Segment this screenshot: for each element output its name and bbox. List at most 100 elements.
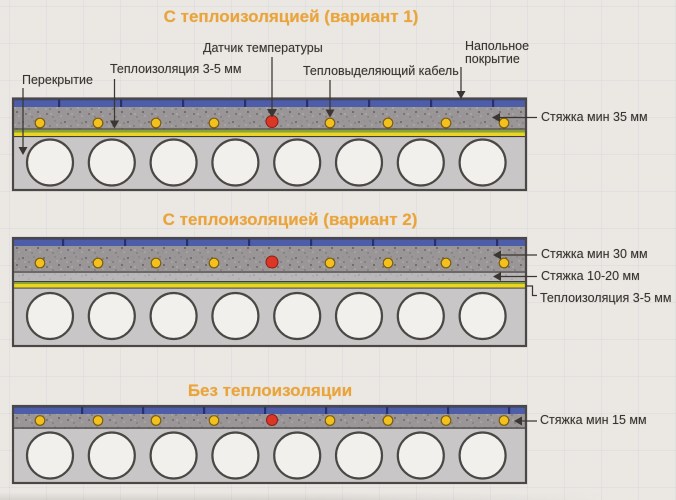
hollow-core: [273, 291, 322, 341]
covering-seam: [62, 238, 65, 246]
covering-seam: [124, 238, 127, 246]
hollow-core: [149, 138, 198, 187]
label-screed-10-20: Стяжка 10-20 мм: [541, 269, 640, 283]
hollow-core: [149, 291, 198, 341]
hollow-core: [211, 291, 260, 341]
hollow-core: [25, 138, 75, 187]
floor-covering-layer: [13, 98, 526, 107]
section-2-pointers: [501, 254, 537, 297]
label-screed-30: Стяжка мин 30 мм: [541, 247, 648, 261]
heating-cable-dot: [34, 415, 46, 426]
section-3-title: Без теплоизоляции: [187, 381, 353, 400]
heating-cable-dot: [324, 117, 336, 129]
covering-seam: [244, 98, 247, 107]
covering-seam: [182, 98, 185, 107]
section-2-title: С теплоизоляцией (вариант 2): [162, 210, 418, 229]
heating-cable-dot: [498, 257, 510, 269]
covering-seam: [142, 406, 145, 414]
hollow-core: [211, 138, 260, 187]
floor-covering-layer: [13, 238, 526, 246]
hollow-core: [396, 431, 445, 480]
heating-cable-dot: [208, 257, 220, 269]
covering-seam: [496, 238, 499, 246]
covering-seam: [508, 406, 511, 414]
section-3-cross-section: [11, 404, 528, 485]
heating-cable-dot: [440, 117, 452, 129]
covering-seam: [434, 238, 437, 246]
heating-cable-dot: [92, 415, 104, 426]
covering-seam: [368, 98, 371, 107]
section-1-pointers: [22, 57, 537, 148]
label-cable: Тепловыделяющий кабель: [303, 64, 459, 78]
hollow-core: [273, 431, 322, 480]
hollow-core: [211, 431, 260, 480]
heating-cable-dot: [34, 257, 46, 269]
insulation-yellow-layer: [13, 132, 526, 136]
label-insulation: Теплоизоляция 3-5 мм: [110, 62, 242, 76]
hollow-core: [334, 138, 384, 187]
section-2-arrowheads: [493, 250, 501, 281]
hollow-core: [458, 138, 507, 187]
hollow-core: [334, 431, 384, 480]
covering-seam: [58, 98, 61, 107]
covering-seam: [430, 98, 433, 107]
heating-cable-dot: [324, 257, 336, 269]
temperature-sensor-dot: [266, 414, 278, 426]
section-1-arrowheads: [18, 91, 500, 155]
hollow-core: [458, 431, 507, 480]
heating-cable-dot: [150, 257, 162, 269]
covering-seam: [372, 238, 375, 246]
heating-cable-dot: [34, 117, 46, 129]
temperature-sensor-dot: [265, 255, 279, 269]
covering-seam: [306, 98, 309, 107]
hollow-core: [25, 431, 75, 480]
heating-cable-dot: [324, 415, 336, 426]
section-1-title: С теплоизоляцией (вариант 1): [163, 7, 419, 26]
insulation-green-layer: [13, 282, 526, 284]
covering-seam: [81, 406, 84, 414]
heating-cable-dot: [382, 415, 394, 426]
label-covering: Напольное покрытие: [465, 39, 530, 66]
label-screed-15: Стяжка мин 15 мм: [540, 413, 647, 427]
heating-cable-dot: [208, 117, 220, 129]
covering-seam: [120, 98, 123, 107]
covering-seam: [492, 98, 495, 107]
heating-cable-dot: [92, 117, 104, 129]
heating-cable-dot: [382, 257, 394, 269]
heating-cable-dot: [382, 117, 394, 129]
hollow-core: [25, 291, 75, 341]
hollow-core: [458, 291, 507, 341]
heating-cable-dot: [150, 415, 162, 426]
hollow-core: [273, 138, 322, 187]
covering-seam: [203, 406, 206, 414]
covering-seam: [248, 238, 251, 246]
covering-seam: [310, 238, 313, 246]
covering-seam: [325, 406, 328, 414]
heating-cable-dot: [208, 415, 220, 426]
section-1-cross-section: [11, 97, 528, 192]
label-slab: Перекрытие: [22, 73, 93, 87]
hollow-core: [87, 138, 136, 187]
heating-cable-dot: [498, 415, 510, 426]
label-screed-35: Стяжка мин 35 мм: [541, 110, 648, 124]
insulation-green-layer: [13, 129, 526, 133]
scan-shadow: [0, 492, 676, 500]
covering-seam: [264, 406, 267, 414]
section-3-pointers: [514, 416, 537, 426]
heating-cable-dot: [440, 415, 452, 426]
covering-seam: [186, 238, 189, 246]
hollow-core: [396, 138, 445, 187]
floor-covering-layer: [13, 406, 526, 414]
section-2-cross-section: [11, 236, 528, 348]
covering-seam: [447, 406, 450, 414]
heating-cable-dot: [440, 257, 452, 269]
hollow-core: [334, 291, 384, 341]
hollow-core: [87, 291, 136, 341]
covering-seam: [386, 406, 389, 414]
heating-cable-dot: [498, 117, 510, 129]
hollow-core: [396, 291, 445, 341]
label-insulation-2: Теплоизоляция 3-5 мм: [540, 291, 672, 305]
label-sensor: Датчик температуры: [203, 41, 323, 55]
